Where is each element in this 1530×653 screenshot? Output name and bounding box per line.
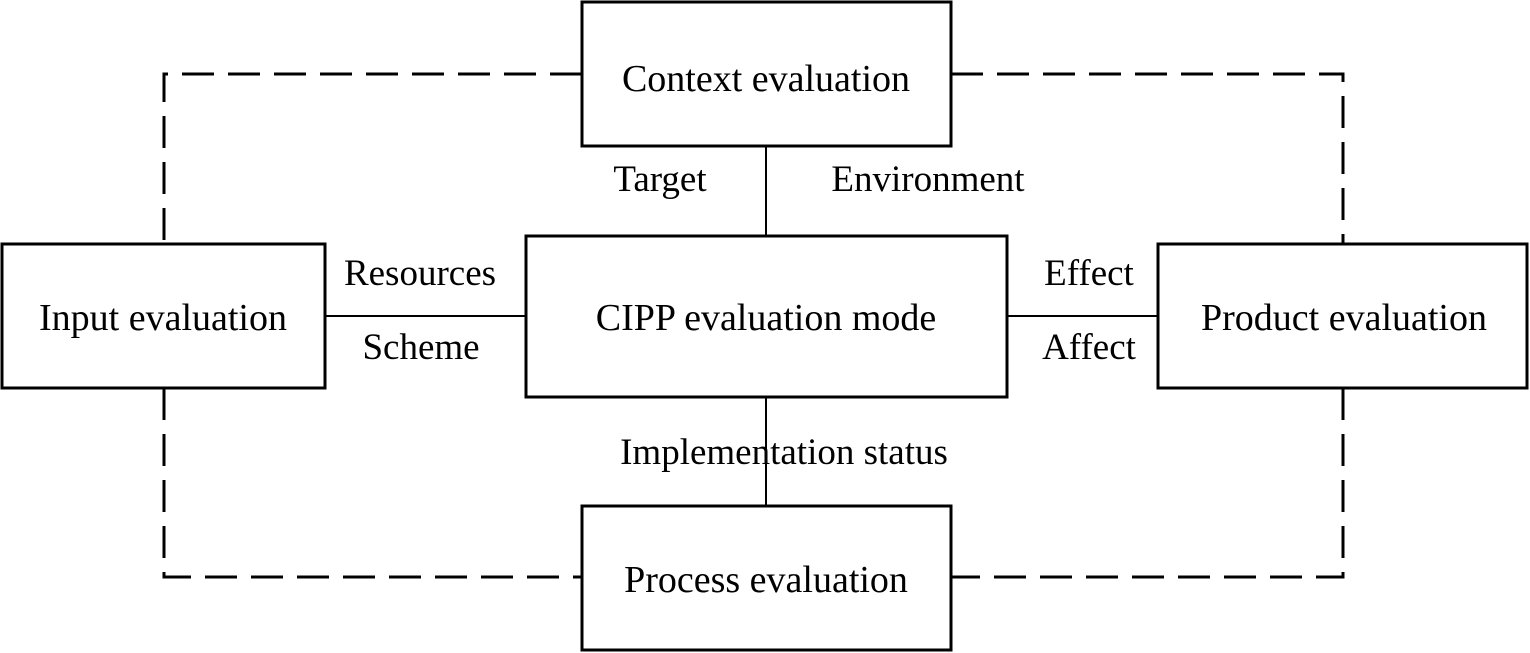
- input-evaluation-node: Input evaluation: [0, 242, 327, 390]
- resources-label: Resources: [344, 253, 496, 294]
- process-evaluation-label: Process evaluation: [624, 559, 908, 601]
- environment-label: Environment: [831, 159, 1025, 200]
- dashed-connector-context-product: [951, 72, 1345, 244]
- product-evaluation-label: Product evaluation: [1201, 297, 1487, 339]
- implementation-status-label: Implementation status: [620, 432, 948, 473]
- target-label: Target: [613, 159, 707, 200]
- product-evaluation-node: Product evaluation: [1156, 242, 1529, 390]
- cipp-evaluation-mode-node: CIPP evaluation mode: [524, 234, 1009, 399]
- context-evaluation-label: Context evaluation: [622, 58, 910, 100]
- affect-label: Affect: [1042, 327, 1137, 368]
- dashed-connector-context-input: [162, 72, 582, 244]
- process-evaluation-node: Process evaluation: [580, 504, 953, 652]
- effect-label: Effect: [1044, 253, 1134, 294]
- context-evaluation-node: Context evaluation: [580, 0, 953, 148]
- scheme-label: Scheme: [362, 327, 479, 368]
- cipp-evaluation-mode-label: CIPP evaluation mode: [596, 297, 937, 339]
- dashed-connector-input-process: [162, 388, 582, 579]
- input-evaluation-label: Input evaluation: [39, 297, 287, 339]
- dashed-connector-product-process: [951, 388, 1345, 579]
